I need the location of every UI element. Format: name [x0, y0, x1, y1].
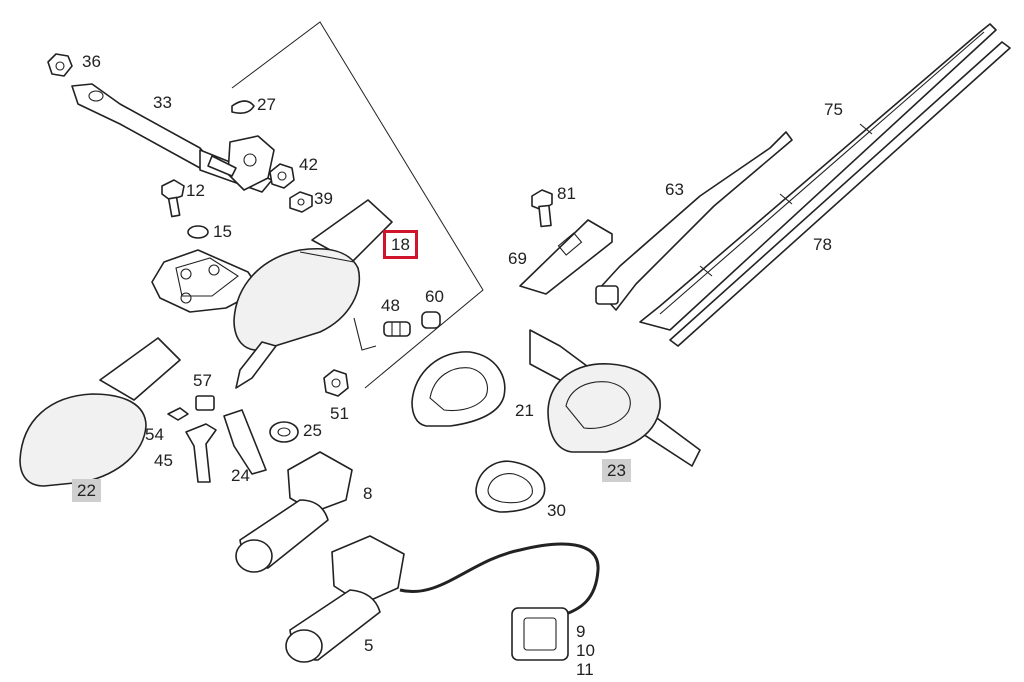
part-45-bracket[interactable]: [185, 423, 217, 483]
label-54[interactable]: 54: [145, 425, 164, 444]
label-51[interactable]: 51: [330, 404, 349, 423]
label-48[interactable]: 48: [381, 296, 400, 315]
label-69[interactable]: 69: [508, 249, 527, 268]
part-75-wiper-blade[interactable]: [639, 23, 997, 331]
label-24[interactable]: 24: [231, 466, 250, 485]
part-9-connector[interactable]: [511, 607, 569, 661]
label-57[interactable]: 57: [193, 371, 212, 390]
label-10[interactable]: 10: [576, 641, 595, 660]
label-22-highlighted[interactable]: 22: [72, 479, 101, 502]
part-18-wiper-arm-cover[interactable]: [233, 199, 393, 389]
label-12[interactable]: 12: [186, 181, 205, 200]
label-27[interactable]: 27: [257, 95, 276, 114]
part-48-bushing[interactable]: [383, 321, 411, 337]
label-30[interactable]: 30: [547, 501, 566, 520]
wiper-mounting-bracket[interactable]: [151, 249, 261, 313]
label-42[interactable]: 42: [299, 155, 318, 174]
label-75[interactable]: 75: [824, 100, 843, 119]
part-39-nut[interactable]: [289, 191, 313, 213]
part-8-wiper-motor[interactable]: [235, 451, 353, 573]
part-21-seal[interactable]: [411, 351, 506, 427]
part-30-ring[interactable]: [475, 460, 546, 513]
label-81[interactable]: 81: [557, 184, 576, 203]
callout-frame-lines: [231, 21, 484, 389]
part-63-wiper-arm[interactable]: [595, 131, 793, 311]
label-8[interactable]: 8: [363, 484, 373, 503]
label-45[interactable]: 45: [154, 451, 173, 470]
label-78[interactable]: 78: [813, 235, 832, 254]
label-25[interactable]: 25: [303, 421, 322, 440]
label-21[interactable]: 21: [515, 401, 534, 420]
part-22-wiper-cover[interactable]: [19, 337, 181, 487]
part-57-clip[interactable]: [195, 395, 215, 411]
part-42-nut[interactable]: [269, 163, 295, 189]
label-33[interactable]: 33: [153, 93, 172, 112]
label-60[interactable]: 60: [425, 287, 444, 306]
part-27-clip[interactable]: [231, 100, 255, 114]
label-15[interactable]: 15: [213, 222, 232, 241]
label-5[interactable]: 5: [364, 636, 374, 655]
label-63[interactable]: 63: [665, 180, 684, 199]
part-54-clip[interactable]: [167, 407, 189, 421]
label-36[interactable]: 36: [82, 52, 101, 71]
part-36-nut[interactable]: [47, 53, 73, 77]
part-5-wiper-motor[interactable]: [285, 535, 600, 663]
part-51-nut[interactable]: [323, 369, 349, 397]
label-39[interactable]: 39: [314, 189, 333, 208]
linkage-pivot-block[interactable]: [207, 135, 275, 191]
part-81-bolt[interactable]: [531, 189, 553, 228]
part-78-rubber-insert[interactable]: [669, 41, 1011, 347]
part-60-cap[interactable]: [421, 311, 441, 329]
part-12-bolt[interactable]: [161, 179, 185, 218]
part-24-bracket[interactable]: [223, 409, 267, 475]
part-69-plate[interactable]: [519, 219, 613, 295]
part-15-washer[interactable]: [187, 225, 209, 239]
label-11[interactable]: 11: [576, 660, 594, 679]
label-9[interactable]: 9: [576, 622, 586, 641]
part-23-cover[interactable]: [529, 329, 701, 467]
label-18-selected[interactable]: 18: [383, 230, 418, 259]
part-25-grommet[interactable]: [269, 421, 299, 443]
label-23-highlighted[interactable]: 23: [602, 459, 631, 482]
